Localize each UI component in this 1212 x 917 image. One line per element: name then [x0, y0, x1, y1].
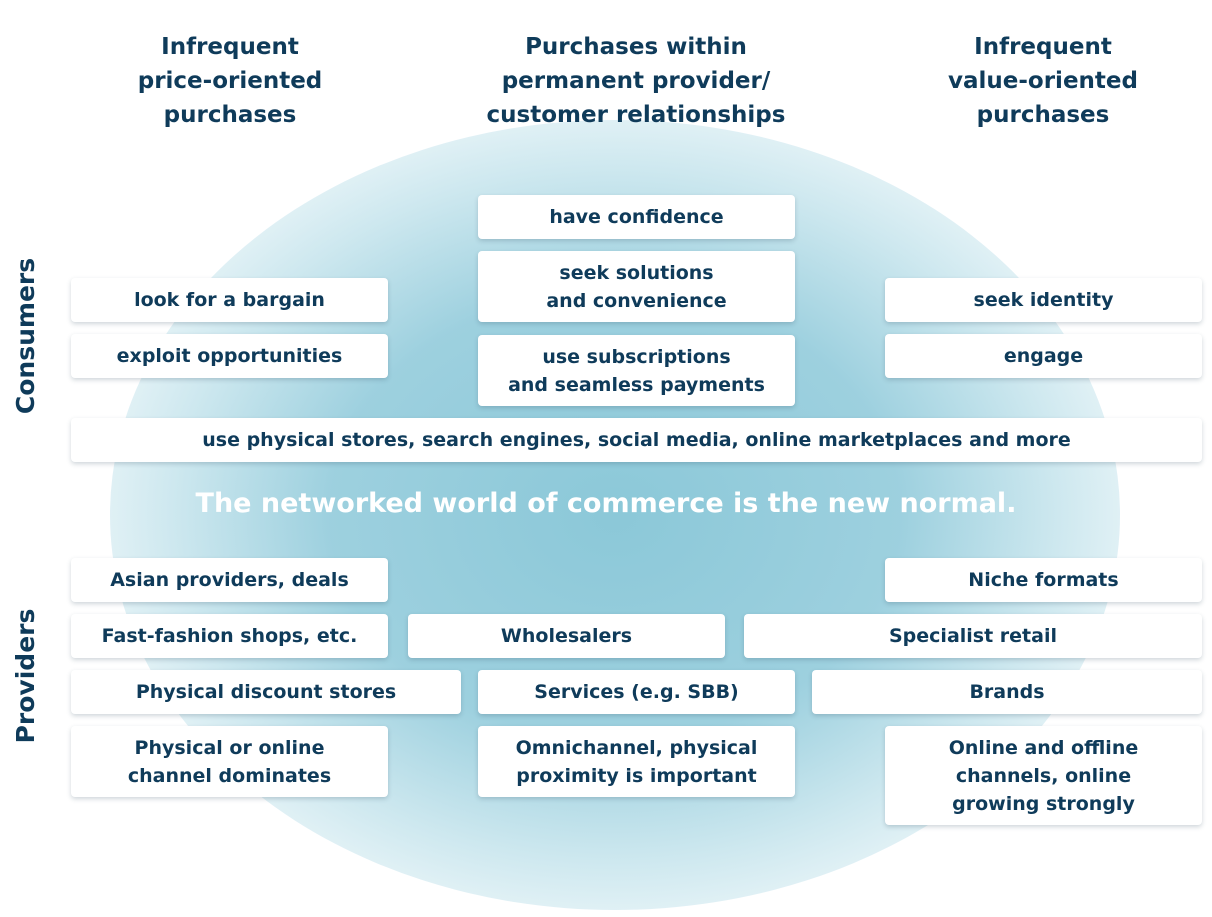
consumer-seek-solutions: seek solutions and convenience [478, 251, 795, 322]
consumer-have-confidence: have confidence [478, 195, 795, 239]
tagline: The networked world of commerce is the n… [195, 488, 1017, 519]
provider-asian-deals: Asian providers, deals [71, 558, 388, 602]
side-label-providers: Providers [11, 608, 40, 744]
column-header-price-oriented: Infrequent price-oriented purchases [137, 34, 323, 128]
consumer-use-subscriptions: use subscriptions and seamless payments [478, 335, 795, 406]
provider-discount-stores: Physical discount stores [71, 670, 461, 714]
provider-brands: Brands [812, 670, 1202, 714]
consumer-exploit-opportunities: exploit opportunities [71, 334, 388, 378]
consumer-all-channels: use physical stores, search engines, soc… [71, 418, 1202, 462]
column-header-permanent-relationships: Purchases within permanent provider/ cus… [486, 34, 786, 128]
consumer-look-for-bargain: look for a bargain [71, 278, 388, 322]
provider-services: Services (e.g. SBB) [478, 670, 795, 714]
column-header-value-oriented: Infrequent value-oriented purchases [948, 34, 1138, 128]
provider-channel-dominates: Physical or online channel dominates [71, 726, 388, 797]
consumer-seek-identity: seek identity [885, 278, 1202, 322]
provider-specialist-retail: Specialist retail [744, 614, 1202, 658]
provider-fast-fashion: Fast-fashion shops, etc. [71, 614, 388, 658]
provider-omnichannel: Omnichannel, physical proximity is impor… [478, 726, 795, 797]
provider-niche-formats: Niche formats [885, 558, 1202, 602]
provider-wholesalers: Wholesalers [408, 614, 725, 658]
provider-online-offline: Online and offline channels, online grow… [885, 726, 1202, 825]
side-label-consumers: Consumers [11, 257, 40, 415]
consumer-engage: engage [885, 334, 1202, 378]
